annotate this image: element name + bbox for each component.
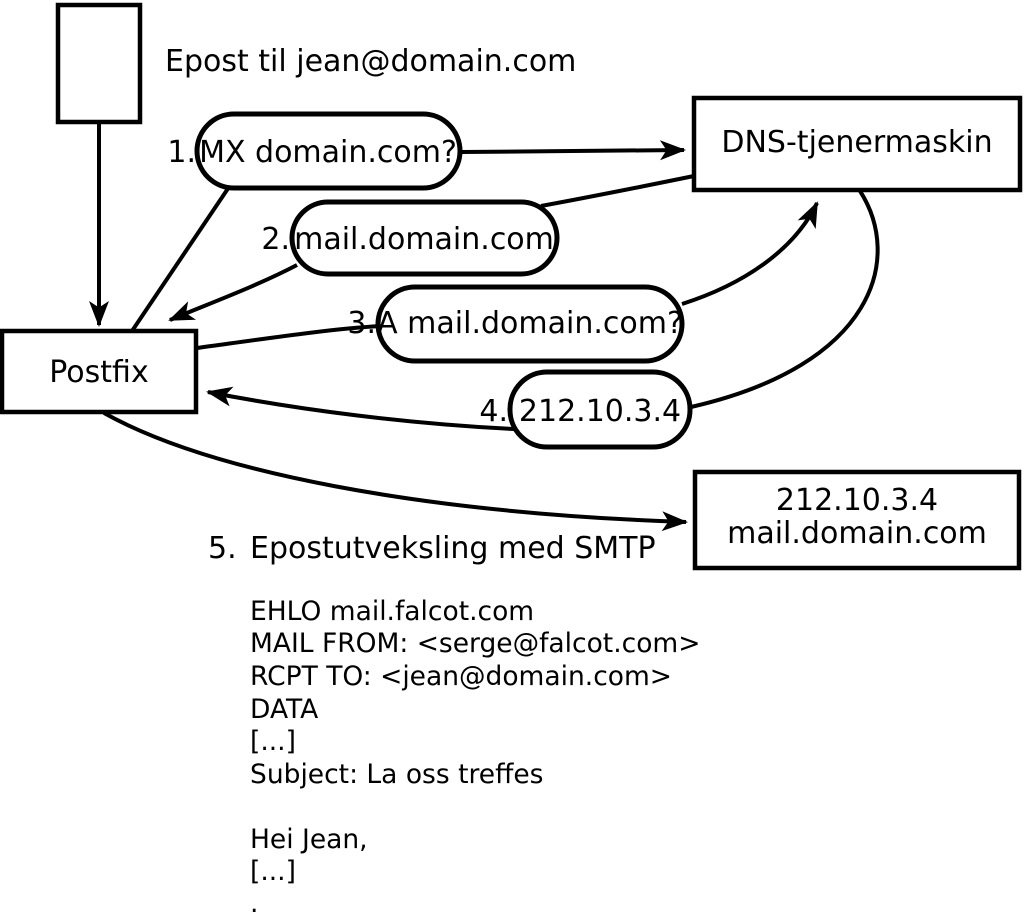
postfix-node: [0, 328, 199, 415]
step1-number: 1.: [167, 135, 196, 170]
dns-server-label: DNS-tjenermaskin: [721, 125, 992, 160]
connector-postfix-to-step1: [130, 185, 231, 333]
step2-answer-bubble: [289, 199, 560, 277]
step1-query-bubble: [194, 111, 463, 191]
smtp-line-subject: Subject: La oss treffes: [250, 759, 543, 790]
step5-label: Epostutveksling med SMTP: [250, 531, 656, 566]
step4-bubble-label: 212.10.3.4: [519, 394, 681, 429]
step4-answer-bubble: [507, 369, 693, 450]
mail-server-node: [692, 469, 1022, 571]
smtp-line-greeting: Hei Jean,: [250, 824, 368, 855]
step1-bubble-label: MX domain.com?: [199, 135, 457, 170]
mail-server-host-label: mail.domain.com: [727, 516, 987, 551]
connector-postfix-to-step3: [196, 324, 381, 350]
smtp-line-ellipsis-1: [...]: [250, 726, 296, 757]
sender-node: [55, 2, 143, 125]
step4-number: 4.: [479, 394, 508, 429]
step5-number: 5.: [208, 531, 237, 566]
smtp-line-end-marker: .: [250, 888, 258, 919]
smtp-line-mail-from: MAIL FROM: <serge@falcot.com>: [250, 628, 700, 659]
diagram-title: Epost til jean@domain.com: [165, 44, 576, 79]
arrow-step2-to-postfix: [168, 263, 298, 322]
mail-server-ip-label: 212.10.3.4: [776, 483, 938, 518]
step3-bubble-label: A mail.domain.com?: [377, 306, 683, 341]
step3-query-bubble: [375, 284, 685, 364]
dns-server-node: [691, 95, 1023, 193]
smtp-line-rcpt-to: RCPT TO: <jean@domain.com>: [250, 661, 672, 692]
arrow-postfix-to-mailserver: [103, 411, 688, 532]
step2-bubble-label: mail.domain.com: [294, 222, 554, 257]
connector-dns-to-step2: [540, 174, 695, 208]
smtp-line-ehlo: EHLO mail.falcot.com: [250, 596, 534, 627]
connector-dns-to-step4: [690, 189, 880, 409]
postfix-label: Postfix: [49, 355, 148, 390]
arrow-step3-to-dns: [681, 201, 819, 306]
smtp-line-ellipsis-2: [...]: [250, 856, 296, 887]
step3-number: 3.: [347, 306, 376, 341]
arrow-step4-to-postfix: [206, 386, 515, 431]
smtp-line-data: DATA: [250, 694, 318, 725]
step2-number: 2.: [261, 222, 290, 257]
arrow-step1-to-dns: [460, 140, 686, 161]
